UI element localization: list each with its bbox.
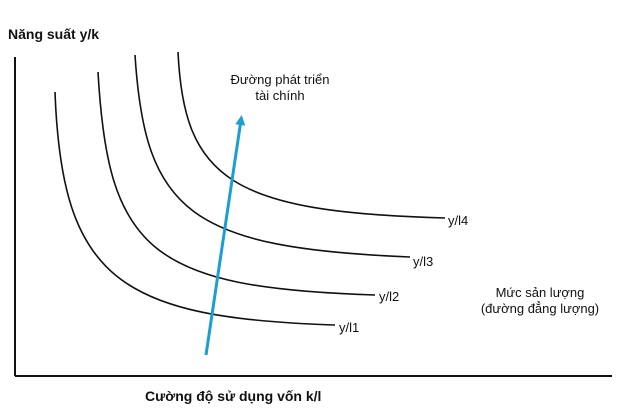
y-axis-label: Năng suất y/k bbox=[8, 26, 100, 42]
development-path-arrow bbox=[204, 115, 246, 356]
output-level-label-line1: Mức sản lượng bbox=[495, 285, 585, 300]
curve-label-y2: y/l2 bbox=[379, 289, 400, 304]
output-level-label: Mức sản lượng (đường đẳng lượng) bbox=[455, 285, 625, 317]
development-path-label: Đường phát triển tài chính bbox=[195, 72, 365, 104]
output-level-label-line2: (đường đẳng lượng) bbox=[480, 301, 600, 316]
isoquant-curve-2 bbox=[97, 71, 376, 296]
x-axis-label: Cường độ sử dụng vốn k/l bbox=[145, 388, 322, 404]
curve-label-y4: y/l4 bbox=[448, 213, 469, 228]
development-path-label-line1: Đường phát triển bbox=[230, 72, 330, 87]
isoquant-curve-4 bbox=[177, 51, 446, 219]
isoquant-curve-3 bbox=[134, 54, 411, 258]
curve-label-y1: y/l1 bbox=[339, 320, 360, 335]
curve-label-y3: y/l3 bbox=[413, 254, 434, 269]
development-path-label-line2: tài chính bbox=[255, 88, 305, 103]
isoquant-curve-1 bbox=[54, 91, 336, 326]
